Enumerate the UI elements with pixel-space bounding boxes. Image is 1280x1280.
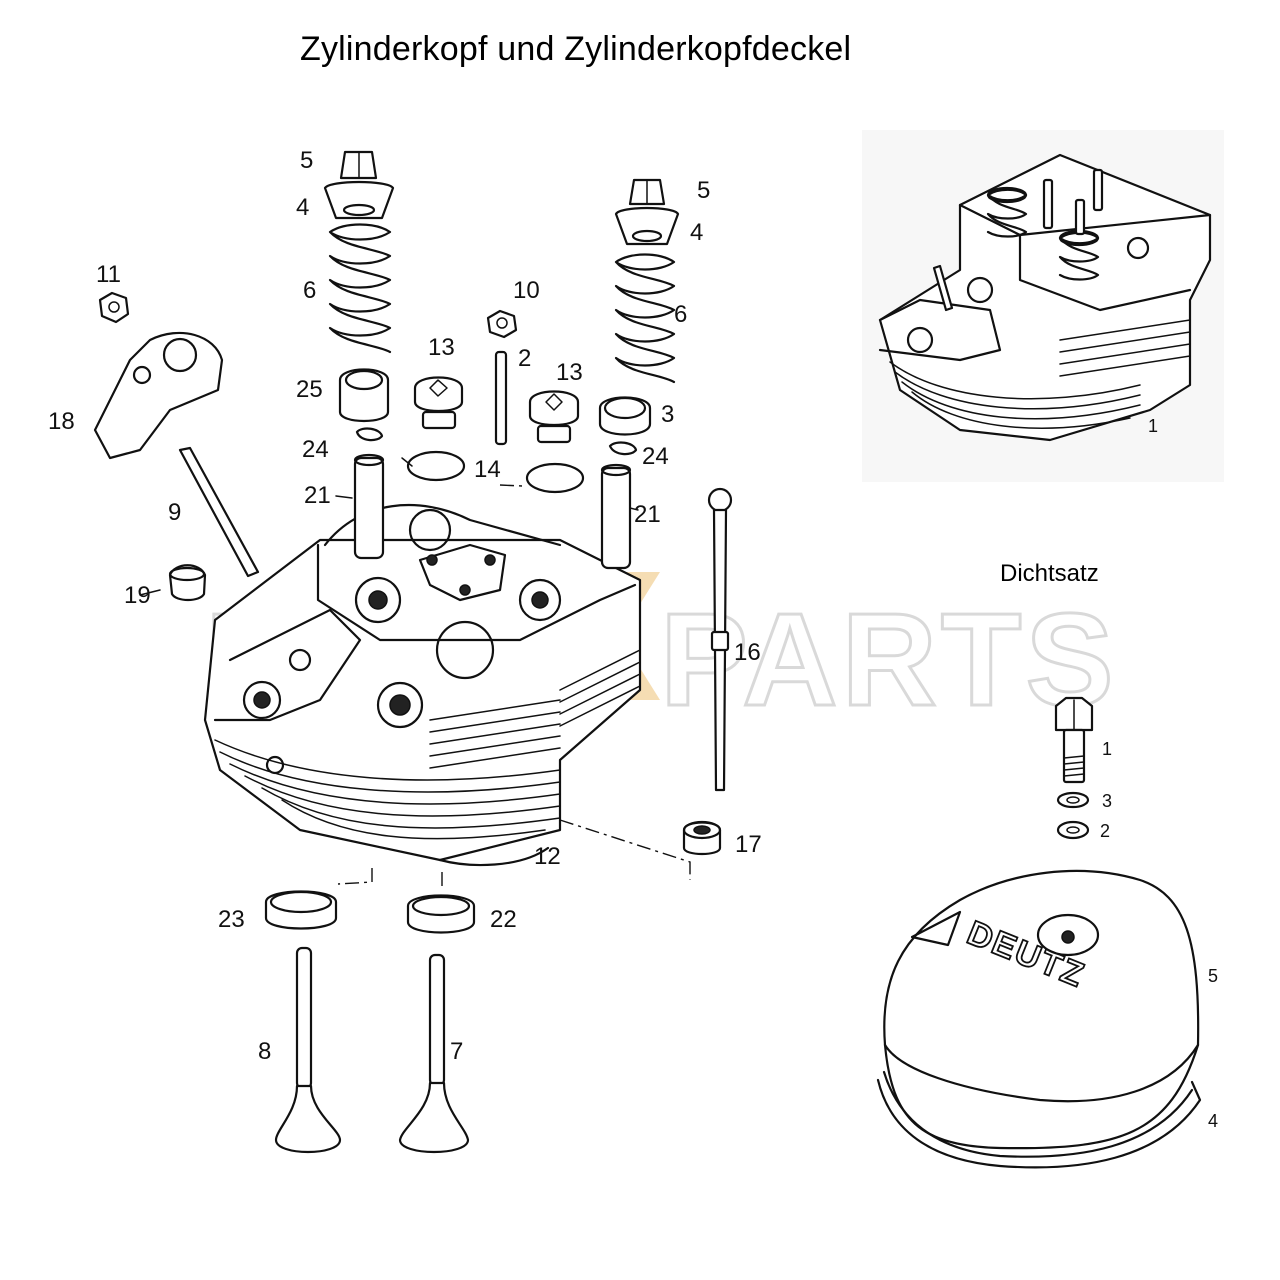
callout-13-left: 13 xyxy=(428,334,455,361)
callout-3: 3 xyxy=(661,401,674,428)
callout-21-left: 21 xyxy=(304,482,331,509)
watermark-right: PARTS xyxy=(660,586,1118,733)
cap-plug xyxy=(168,564,207,602)
left-valve-spring xyxy=(328,223,392,354)
callout-25: 25 xyxy=(296,376,323,403)
hex-nut-left xyxy=(98,291,130,324)
gasket-callout-5: 5 xyxy=(1208,966,1218,986)
valve-right xyxy=(398,953,470,1154)
spring-washer xyxy=(1056,791,1090,809)
screw-plug-right xyxy=(528,390,580,444)
sealing-ring-left xyxy=(406,450,466,482)
callout-10: 10 xyxy=(513,277,540,304)
gasket-set: DEUTZ 1 3 2 5 4 xyxy=(876,696,1218,1169)
gasket-callout-1: 1 xyxy=(1102,739,1112,759)
cylinder-head xyxy=(203,504,642,867)
right-valve-stack xyxy=(598,178,680,570)
valve-left xyxy=(274,946,342,1154)
callout-23: 23 xyxy=(218,906,245,933)
hex-nut-middle xyxy=(486,309,518,339)
callout-4-right: 4 xyxy=(690,219,703,246)
gasket-set-callouts: 1 3 2 5 4 xyxy=(1100,739,1218,1131)
gasket-callout-3: 3 xyxy=(1102,791,1112,811)
callout-5-left: 5 xyxy=(300,147,313,174)
callout-9: 9 xyxy=(168,499,181,526)
callout-17: 17 xyxy=(735,831,762,858)
valve-seat-ring-left xyxy=(264,890,338,930)
callout-4-left: 4 xyxy=(296,194,309,221)
callout-12: 12 xyxy=(534,843,561,870)
callout-7: 7 xyxy=(450,1038,463,1065)
callout-14: 14 xyxy=(474,456,501,483)
left-valve-stack xyxy=(323,150,395,560)
assembled-cylinder-head-inset: 1 xyxy=(862,130,1224,482)
stud-middle xyxy=(494,350,508,446)
callout-21-right: 21 xyxy=(634,501,661,528)
callout-11: 11 xyxy=(96,261,121,288)
rocker-bracket xyxy=(93,331,224,460)
callout-18: 18 xyxy=(48,408,75,435)
hex-bolt xyxy=(1054,696,1094,784)
callout-2: 2 xyxy=(518,345,531,372)
flat-washer xyxy=(1056,820,1090,840)
pushrod-left xyxy=(178,446,260,578)
callout-16: 16 xyxy=(734,639,761,666)
cover-gasket xyxy=(876,1070,1202,1169)
callout-22: 22 xyxy=(490,906,517,933)
sealing-ring-right xyxy=(525,462,585,494)
inset-callout-1: 1 xyxy=(1148,416,1158,436)
screw-plug-left xyxy=(413,376,464,430)
pushrod-right xyxy=(707,487,733,792)
callout-24-right: 24 xyxy=(642,443,669,470)
valve-seat-ring-right xyxy=(406,894,476,934)
callout-24-left: 24 xyxy=(302,436,329,463)
deutz-logo-mark xyxy=(910,910,962,947)
callout-19: 19 xyxy=(124,582,151,609)
right-valve-spring xyxy=(614,253,676,384)
valve-cover: DEUTZ xyxy=(883,869,1200,1150)
sleeve-ring xyxy=(682,820,722,856)
gasket-set-title: Dichtsatz xyxy=(1000,560,1099,587)
gasket-callout-2: 2 xyxy=(1100,821,1110,841)
callout-8: 8 xyxy=(258,1038,271,1065)
leader-lines xyxy=(139,457,691,890)
callouts-main: 5 4 6 25 24 21 5 4 6 3 24 21 11 18 9 19 … xyxy=(48,147,762,1065)
callout-6-right: 6 xyxy=(674,301,687,328)
callout-5-right: 5 xyxy=(697,177,710,204)
callout-6-left: 6 xyxy=(303,277,316,304)
inset-spring-left xyxy=(986,186,1028,238)
gasket-callout-4: 4 xyxy=(1208,1111,1218,1131)
page-title: Zylinderkopf und Zylinderkopfdeckel xyxy=(300,30,852,68)
callout-13-right: 13 xyxy=(556,359,583,386)
